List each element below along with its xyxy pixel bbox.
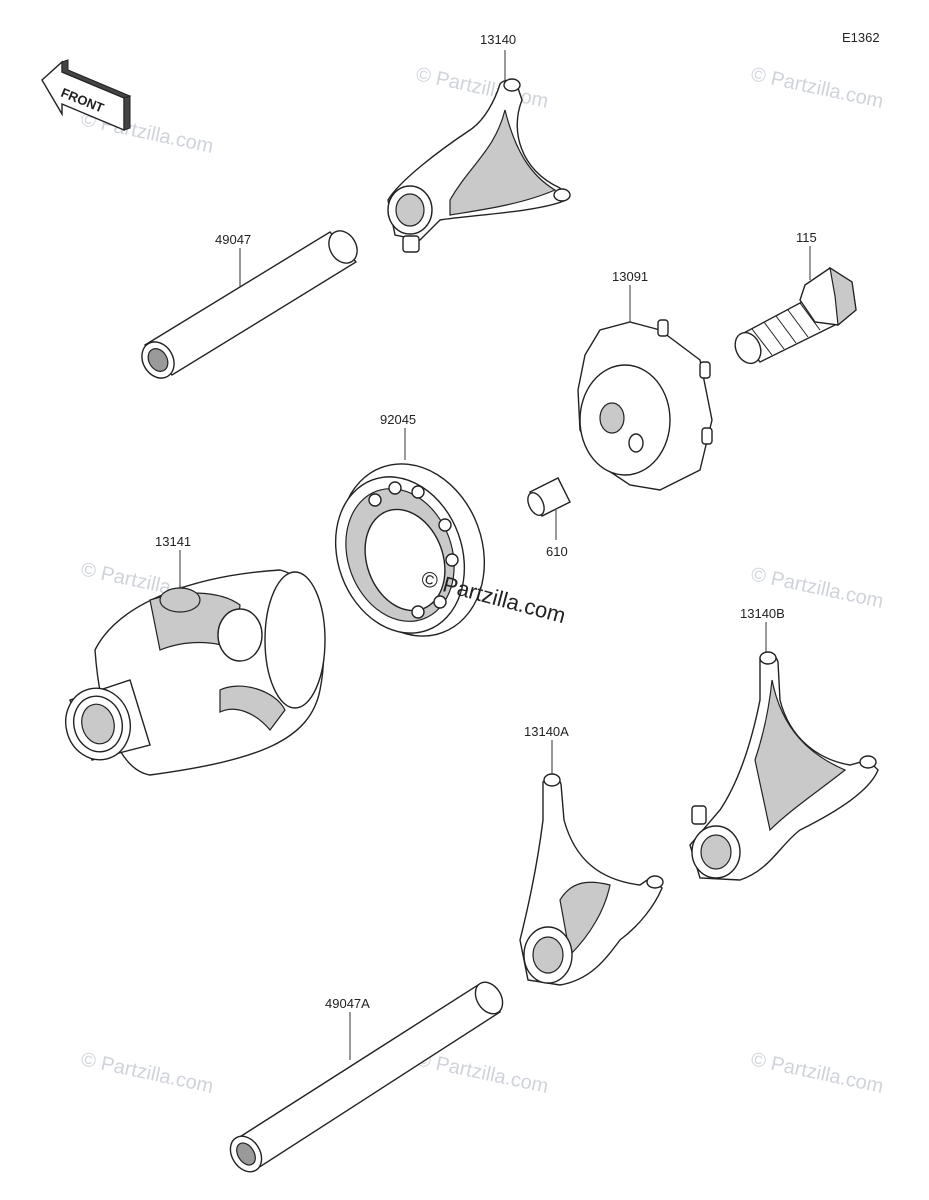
part-13091: 13091 xyxy=(577,269,713,491)
part-13140: 13140 xyxy=(387,32,571,253)
part-label-13140B: 13140B xyxy=(740,606,785,621)
watermark: © Partzilla.com xyxy=(749,63,885,113)
part-label-13140A: 13140A xyxy=(524,724,569,739)
watermark: © Partzilla.com xyxy=(749,1048,885,1098)
watermark: © Partzilla.com xyxy=(79,1048,215,1098)
watermark: © Partzilla.com xyxy=(414,63,550,113)
part-label-49047A: 49047A xyxy=(325,996,370,1011)
watermark: © Partzilla.com xyxy=(414,1048,550,1098)
part-label-49047: 49047 xyxy=(215,232,251,247)
part-115: 115 xyxy=(734,230,857,365)
part-13141: 13141 xyxy=(65,534,326,776)
part-label-92045: 92045 xyxy=(380,412,416,427)
front-arrow-icon: FRONT xyxy=(41,59,132,132)
part-label-13140: 13140 xyxy=(480,32,516,47)
part-label-115: 115 xyxy=(796,230,817,245)
diagram-code: E1362 xyxy=(842,30,880,45)
part-label-13091: 13091 xyxy=(612,269,648,284)
part-13140A: 13140A xyxy=(519,724,664,986)
part-610: 610 xyxy=(527,477,571,559)
part-label-610: 610 xyxy=(546,544,568,559)
part-label-13141: 13141 xyxy=(155,534,191,549)
part-92045: 92045 xyxy=(334,412,486,637)
part-13140B: 13140B xyxy=(689,606,879,881)
part-49047: 49047 xyxy=(141,230,358,379)
part-49047A: 49047A xyxy=(229,981,504,1173)
